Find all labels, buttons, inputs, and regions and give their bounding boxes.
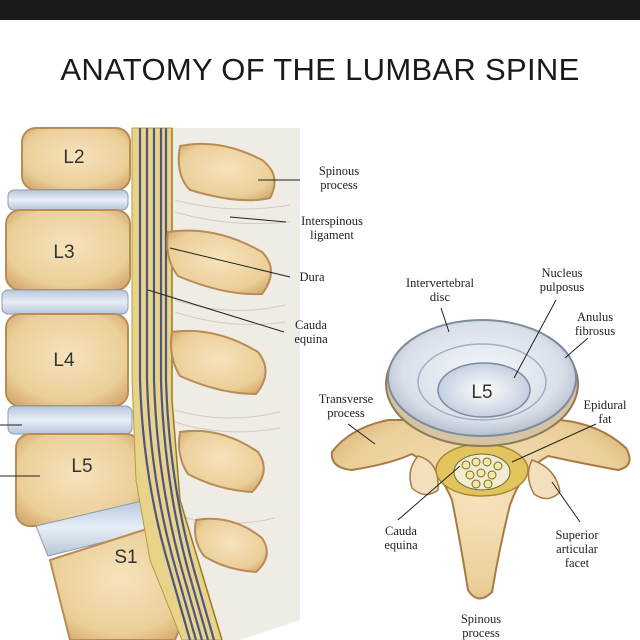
vertebra-label-s1: S1 xyxy=(114,547,137,568)
label-spinous-process-axial: Spinous process xyxy=(460,612,502,640)
anulus-ring xyxy=(417,343,547,421)
spinous-process-2 xyxy=(166,229,272,296)
label-transverse-process: Transverse process xyxy=(318,392,374,420)
sagittal-view: L2 L3 L4 L5 S1 xyxy=(0,127,300,640)
axial-view: L5 xyxy=(330,299,631,600)
sagittal-leader-lines xyxy=(147,179,300,333)
cauda-equina-roots xyxy=(138,128,216,640)
vertebra-label-l5: L5 xyxy=(71,456,92,477)
spinous-process-3 xyxy=(170,329,267,396)
disc-l3-l4 xyxy=(1,289,129,315)
nerve-root-dots xyxy=(461,457,503,489)
dura-line xyxy=(171,128,223,640)
spinous-process-4 xyxy=(178,429,265,494)
vertebra-label-l3: L3 xyxy=(53,242,74,263)
superior-articular-facet-left xyxy=(409,455,439,496)
label-nucleus-pulposus: Nucleus pulposus xyxy=(539,266,585,294)
label-anulus-fibrosus: Anulus fibrosus xyxy=(574,310,616,338)
label-dura: Dura xyxy=(299,270,325,284)
axial-leader-lines xyxy=(347,299,597,523)
label-spinous-process: Spinous process xyxy=(318,164,360,192)
vertebra-label-l4: L4 xyxy=(53,350,75,371)
vertebra-label-l2: L2 xyxy=(63,147,84,168)
superior-articular-facet-right xyxy=(527,459,561,500)
axial-vertebra-label: L5 xyxy=(471,382,492,403)
nucleus-pulposus xyxy=(437,362,531,418)
disc-l2-l3 xyxy=(7,189,129,211)
disc-l4-l5 xyxy=(7,405,133,435)
top-bar xyxy=(0,0,640,20)
label-cauda-equina-sagittal: Cauda equina xyxy=(294,318,328,346)
label-superior-articular-facet: Superior articular facet xyxy=(555,528,599,570)
spinous-process-5 xyxy=(194,517,268,574)
label-epidural-fat: Epidural fat xyxy=(583,398,627,426)
vertebral-arch xyxy=(330,419,631,600)
page-title: ANATOMY OF THE LUMBAR SPINE xyxy=(60,52,580,87)
spinous-process-1 xyxy=(177,142,276,202)
label-intervertebral-disc: Intervertebral disc xyxy=(405,276,474,304)
label-interspinous-ligament: Interspinous ligament xyxy=(301,214,363,242)
label-cauda-equina-axial: Cauda equina xyxy=(384,524,418,552)
